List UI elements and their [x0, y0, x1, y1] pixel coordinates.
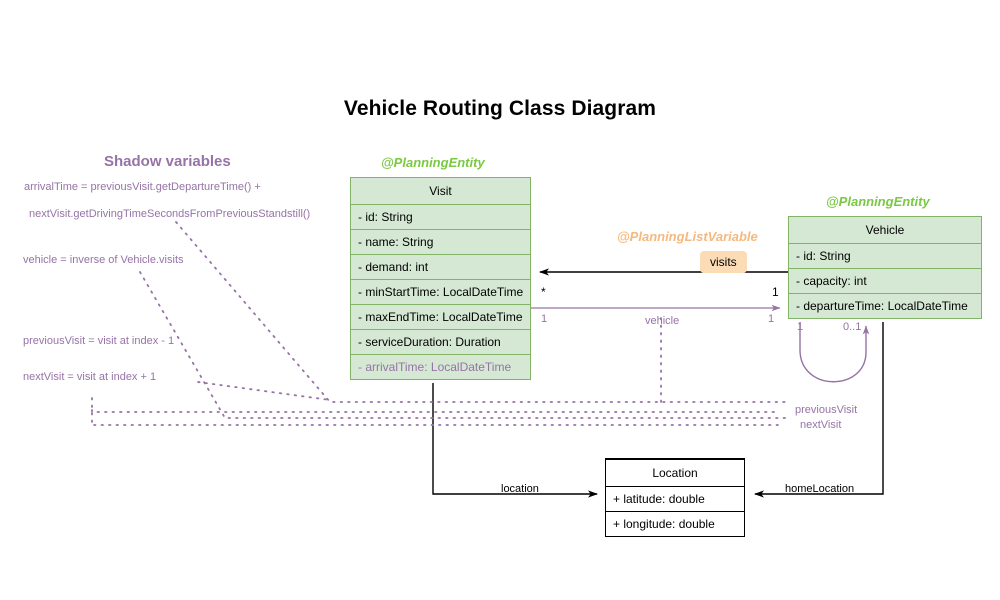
field-location-longitude: + longitude: double: [606, 511, 744, 536]
edge-location: [432, 383, 598, 498]
class-title-visit: Visit: [429, 184, 452, 198]
mult-visits-source: 1: [772, 285, 779, 299]
class-title-location: Location: [606, 459, 744, 486]
field-location-latitude: + latitude: double: [606, 486, 744, 511]
edge-label-location: location: [501, 483, 539, 495]
field-visit-max-end-time: - maxEndTime: LocalDateTime: [351, 304, 530, 329]
field-visit-service-duration: - serviceDuration: Duration: [351, 329, 530, 354]
shadow-note-previous-visit: previousVisit = visit at index - 1: [23, 335, 175, 347]
class-box-vehicle[interactable]: Vehicle - id: String - capacity: int - d…: [788, 216, 982, 319]
stereotype-visit: @PlanningEntity: [381, 155, 485, 170]
stereotype-vehicle: @PlanningEntity: [826, 194, 930, 209]
class-title-vehicle: Vehicle: [865, 223, 905, 237]
field-visit-min-start-time: - minStartTime: LocalDateTime: [351, 279, 530, 304]
field-visit-name: - name: String: [351, 229, 530, 254]
shadow-note-vehicle: vehicle = inverse of Vehicle.visits: [23, 254, 184, 266]
field-visit-id: - id: String: [351, 204, 530, 229]
class-box-visit[interactable]: Visit - id: String - name: String - dema…: [350, 177, 531, 380]
field-vehicle-capacity: - capacity: int: [789, 268, 981, 293]
field-vehicle-departure-time: - departureTime: LocalDateTime: [789, 293, 981, 318]
stereotype-planning-list-variable: @PlanningListVariable: [617, 229, 758, 244]
mult-vehicle-target: 1: [768, 313, 775, 325]
edge-label-next-visit: nextVisit: [800, 419, 842, 431]
shadow-note-arrival-time-1: arrivalTime = previousVisit.getDeparture…: [24, 181, 261, 193]
field-vehicle-id: - id: String: [789, 243, 981, 268]
field-visit-arrival-time: - arrivalTime: LocalDateTime: [351, 354, 530, 379]
mult-visits-target: *: [541, 285, 546, 299]
field-visit-demand: - demand: int: [351, 254, 530, 279]
edge-label-previous-visit: previousVisit: [795, 404, 858, 416]
mult-self-loop-target: 0..1: [843, 321, 862, 333]
edge-label-home-location: homeLocation: [785, 483, 855, 495]
shadow-variables-title: Shadow variables: [104, 153, 231, 170]
shadow-note-next-visit: nextVisit = visit at index + 1: [23, 371, 157, 383]
page-title: Vehicle Routing Class Diagram: [343, 97, 657, 120]
class-box-location[interactable]: Location + latitude: double + longitude:…: [605, 458, 745, 537]
mult-self-loop-source: 1: [797, 321, 804, 333]
edge-visits: [539, 258, 797, 276]
edge-label-visits: visits: [700, 251, 747, 273]
edge-label-vehicle: vehicle: [645, 315, 680, 327]
mult-vehicle-source: 1: [541, 313, 548, 325]
shadow-note-arrival-time-2: nextVisit.getDrivingTimeSecondsFromPrevi…: [29, 208, 311, 220]
